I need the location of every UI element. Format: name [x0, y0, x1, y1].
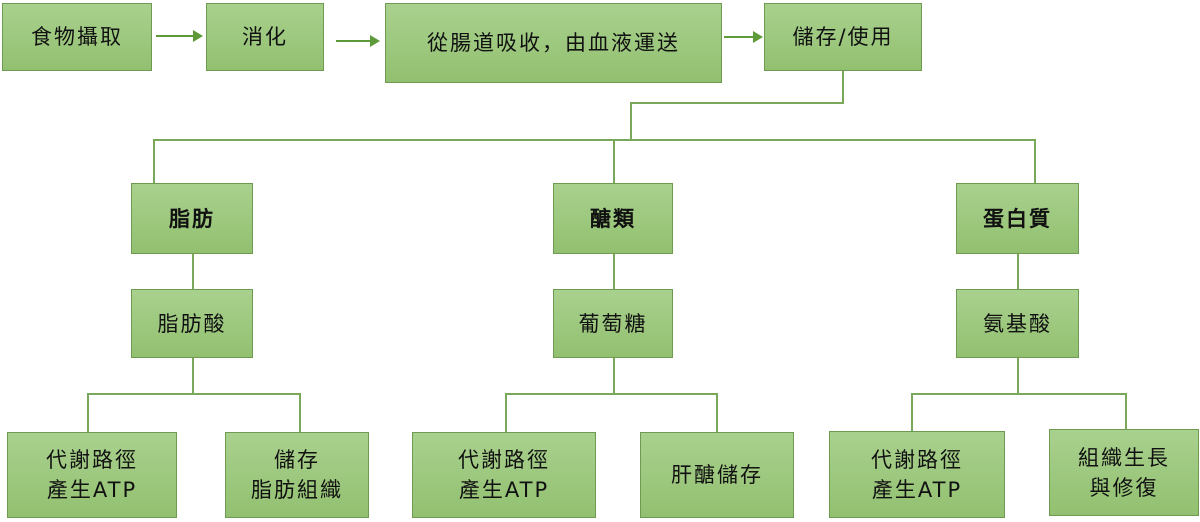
- connector-carb-split: [505, 393, 718, 395]
- label-tissue-growth-1: 組織生長: [1078, 445, 1170, 470]
- box-protein-metabolism: 代謝路徑 產生ATP: [829, 431, 1005, 518]
- label-fat-metabolism-2: 產生ATP: [46, 478, 138, 502]
- label-tissue-growth-2: 與修復: [1089, 475, 1159, 500]
- arrow-intake-to-digestion: [156, 30, 203, 42]
- connector-protein-to-growth: [1125, 393, 1127, 429]
- connector-storage-horizontal: [630, 102, 844, 104]
- connector-protein-split: [911, 393, 1127, 395]
- connector-carb-to-glucose: [613, 254, 615, 289]
- connector-carb-to-glycogen: [716, 393, 718, 433]
- label-storage-use: 儲存/使用: [792, 25, 894, 49]
- box-fat-metabolism: 代謝路徑 產生ATP: [7, 432, 177, 518]
- connector-carb-to-metabolism: [505, 393, 507, 433]
- connector-to-protein: [1034, 139, 1036, 183]
- box-tissue-growth: 組織生長 與修復: [1049, 429, 1199, 516]
- box-glycogen-storage: 肝醣儲存: [640, 432, 794, 518]
- label-fat-storage-2: 脂肪組織: [251, 478, 343, 502]
- box-fat: 脂肪: [131, 183, 253, 254]
- connector-to-carb: [613, 139, 615, 183]
- label-glycogen-storage: 肝醣儲存: [671, 463, 763, 487]
- connector-amino-down: [1017, 358, 1019, 394]
- connector-to-fat: [153, 139, 155, 183]
- label-absorption: 從腸道吸收，由血液運送: [427, 31, 680, 55]
- connector-fat-to-acid: [192, 254, 194, 289]
- box-glucose: 葡萄糖: [553, 289, 673, 358]
- box-carb: 醣類: [553, 183, 673, 254]
- box-fatty-acid: 脂肪酸: [131, 289, 253, 358]
- box-fat-storage: 儲存 脂肪組織: [225, 432, 369, 518]
- label-food-intake: 食物攝取: [31, 25, 123, 49]
- connector-protein-to-metabolism: [911, 393, 913, 431]
- label-carb-metabolism-2: 產生ATP: [458, 478, 550, 502]
- box-storage-use: 儲存/使用: [764, 3, 922, 71]
- label-amino-acid: 氨基酸: [983, 311, 1052, 336]
- connector-center-down: [630, 102, 632, 140]
- connector-main-branch: [153, 139, 1036, 141]
- arrow-digestion-to-absorption: [336, 35, 380, 47]
- connector-fat-to-metabolism: [87, 393, 89, 433]
- box-digestion: 消化: [206, 3, 324, 71]
- label-protein: 蛋白質: [983, 206, 1052, 231]
- connector-glucose-down: [613, 358, 615, 394]
- label-fatty-acid: 脂肪酸: [157, 311, 227, 336]
- label-fat-storage-1: 儲存: [274, 448, 320, 472]
- label-glucose: 葡萄糖: [578, 311, 648, 336]
- label-fat-metabolism-1: 代謝路徑: [46, 448, 138, 472]
- box-carb-metabolism: 代謝路徑 產生ATP: [412, 432, 596, 518]
- box-protein: 蛋白質: [956, 183, 1079, 254]
- label-digestion: 消化: [242, 25, 288, 49]
- box-absorption: 從腸道吸收，由血液運送: [385, 3, 722, 83]
- arrow-absorption-to-storage: [724, 31, 763, 43]
- label-carb: 醣類: [590, 206, 636, 231]
- label-protein-metabolism-1: 代謝路徑: [871, 447, 963, 472]
- connector-acid-down: [192, 358, 194, 394]
- box-food-intake: 食物攝取: [2, 3, 152, 71]
- connector-fat-to-storage: [299, 393, 301, 433]
- label-protein-metabolism-2: 產生ATP: [871, 477, 963, 502]
- label-fat: 脂肪: [169, 206, 215, 231]
- label-carb-metabolism-1: 代謝路徑: [458, 448, 550, 472]
- connector-protein-to-amino: [1017, 254, 1019, 289]
- connector-storage-down: [842, 71, 844, 103]
- connector-fat-split: [87, 393, 301, 395]
- box-amino-acid: 氨基酸: [956, 289, 1079, 358]
